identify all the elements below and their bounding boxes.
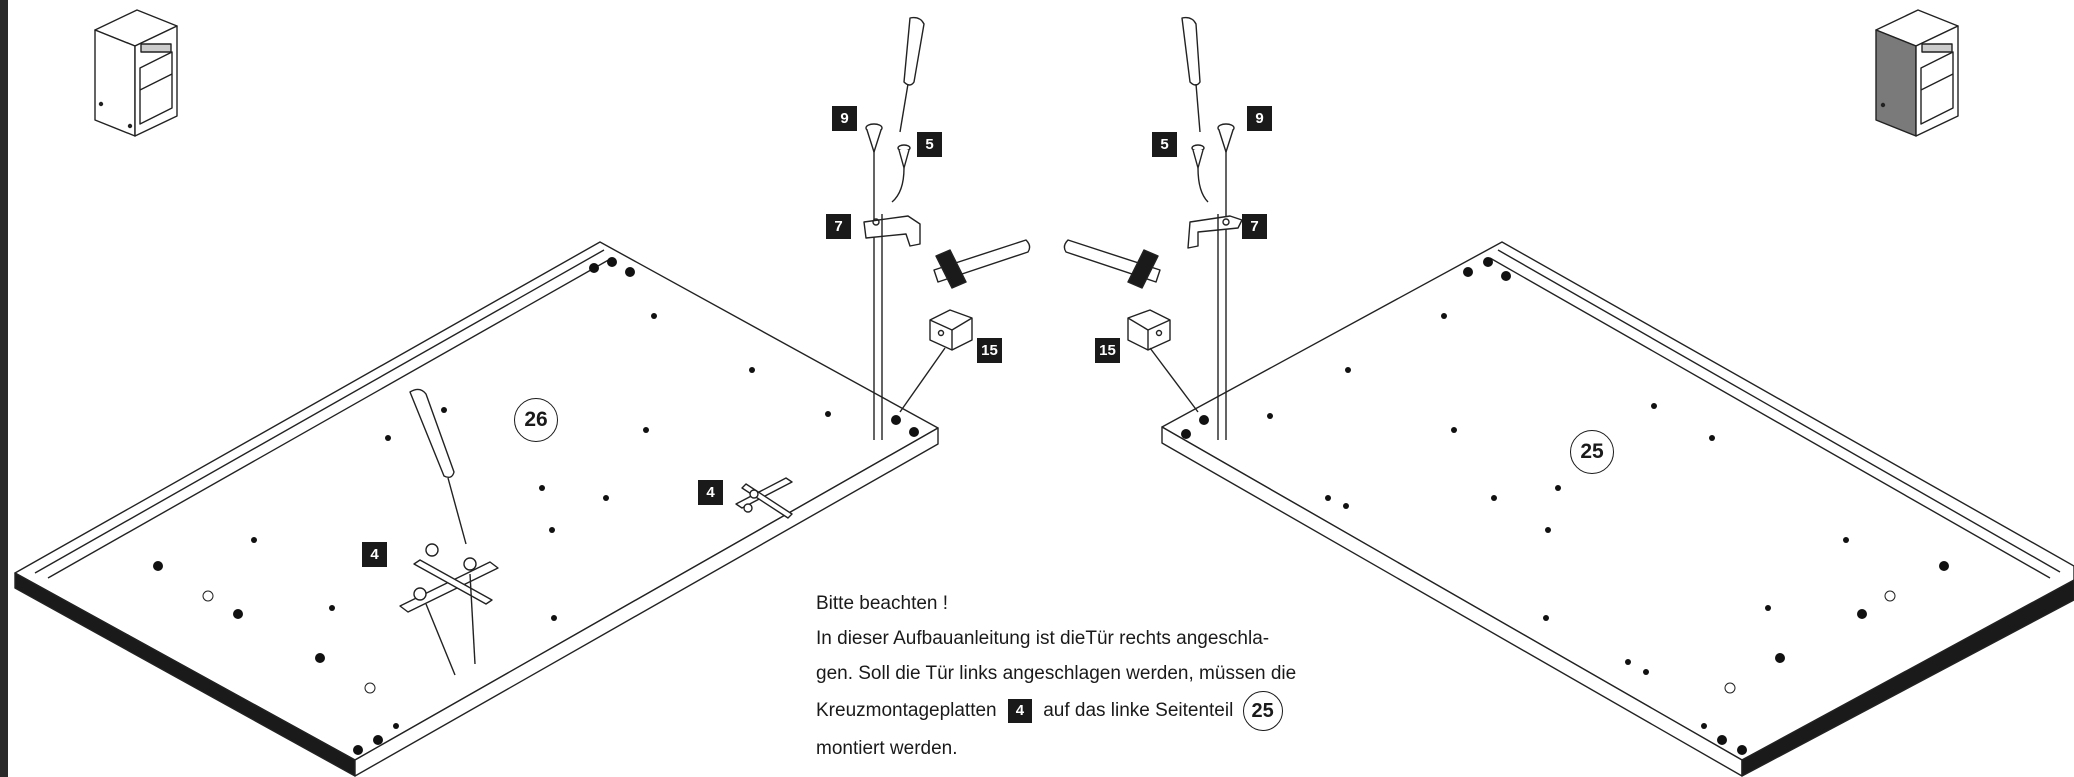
cabinet-thumbnail-right <box>1875 9 1959 137</box>
note-line-1: In dieser Aufbauanleitung ist dieTür rec… <box>816 628 1270 649</box>
note-line-4: montiert werden. <box>816 738 958 759</box>
label-mounting-plate-upper: 4 <box>698 480 723 505</box>
label-hinge-plate-right: 7 <box>1242 214 1267 239</box>
label-hinge-plate-left: 7 <box>826 214 851 239</box>
left-edge-bar <box>0 0 8 777</box>
panel-26-holes <box>153 257 919 755</box>
note-line-3-start: Kreuzmontageplatten <box>816 700 997 722</box>
panel-25-open-holes <box>1724 590 1896 694</box>
panel-26-open-holes <box>202 590 376 694</box>
note-panel-circle: 25 <box>1242 691 1283 731</box>
label-screw-5-right: 5 <box>1152 132 1177 157</box>
hammer-right <box>1063 239 1161 289</box>
label-bumper-left: 15 <box>977 338 1002 363</box>
hinge-plate-right <box>1187 167 1243 440</box>
panel-number-26: 26 <box>514 398 558 442</box>
screw-5-right <box>1191 144 1205 169</box>
screwdriver-right-top <box>1181 16 1201 133</box>
label-screw-9-right: 9 <box>1247 106 1272 131</box>
screw-9-right <box>1217 123 1235 440</box>
label-mounting-plate-lower: 4 <box>362 542 387 567</box>
panel-25-holes <box>1181 257 1949 755</box>
cabinet-thumbnail-left <box>94 9 178 137</box>
note-line-2: gen. Soll die Tür links angeschlagen wer… <box>816 663 1297 684</box>
screw-9-left <box>865 123 883 440</box>
note-line-3: Kreuzmontageplatten 4 auf das linke Seit… <box>816 691 1336 731</box>
note-title: Bitte beachten ! <box>816 593 949 614</box>
note-line-3-middle: auf das linke Seitenteil <box>1043 700 1234 722</box>
hammer-left <box>933 239 1031 289</box>
mounting-plate-lower <box>399 543 499 676</box>
label-screw-9-left: 9 <box>832 106 857 131</box>
screwdriver-left-top <box>899 16 925 133</box>
side-panel-25 <box>1161 241 2074 777</box>
assembly-note: Bitte beachten ! In dieser Aufbauanleitu… <box>816 586 1336 766</box>
note-part-tag: 4 <box>1007 699 1032 723</box>
screw-5-left <box>897 144 911 169</box>
bumper-left <box>899 309 973 413</box>
label-bumper-right: 15 <box>1095 338 1120 363</box>
panel-number-25: 25 <box>1570 430 1614 474</box>
hinge-plate-left <box>863 167 921 440</box>
screwdriver-panel <box>409 388 467 545</box>
label-screw-5-left: 5 <box>917 132 942 157</box>
bumper-right <box>1127 309 1199 413</box>
side-panel-26 <box>14 241 939 777</box>
mounting-plate-upper <box>735 477 793 519</box>
